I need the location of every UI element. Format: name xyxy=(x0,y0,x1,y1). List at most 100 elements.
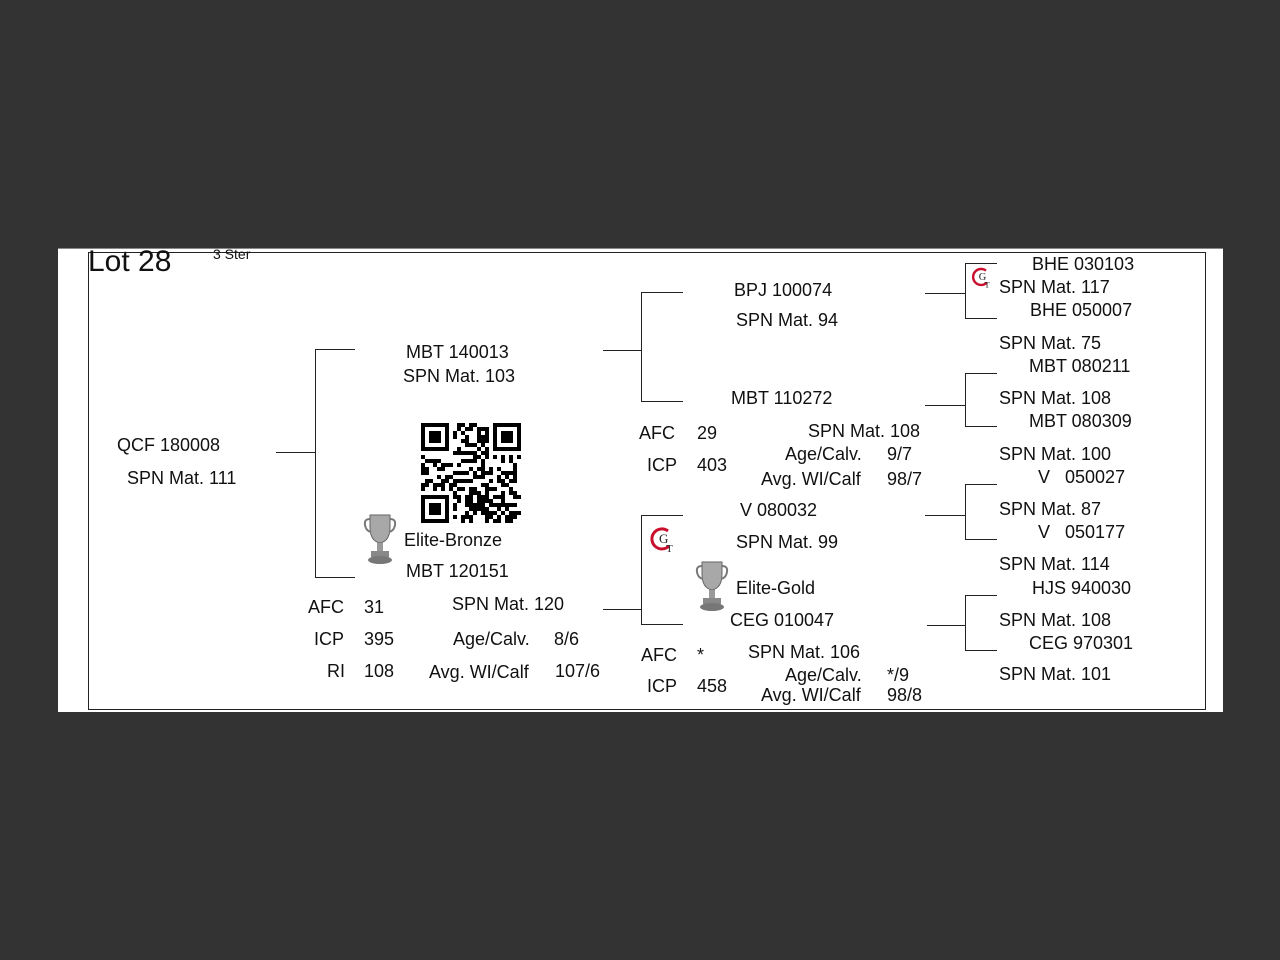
dam-age: 8/6 xyxy=(554,629,580,649)
svg-text:G: G xyxy=(979,272,987,283)
sire-spn: SPN Mat. 103 xyxy=(403,366,516,386)
connector xyxy=(315,349,316,578)
svg-text:G: G xyxy=(659,531,668,546)
sd-spn: SPN Mat. 108 xyxy=(808,421,921,441)
ddd-name: CEG 970301 xyxy=(1029,633,1134,653)
connector xyxy=(965,595,997,596)
dam-icp: 395 xyxy=(364,629,395,649)
dam-name: MBT 120151 xyxy=(406,561,509,581)
connector xyxy=(965,539,997,540)
connector xyxy=(603,350,642,351)
dam-age-label: Age/Calv. xyxy=(453,629,530,649)
sd-wi-label: Avg. WI/Calf xyxy=(761,469,861,489)
gt-logo: G T xyxy=(970,265,994,291)
dam-wi-label: Avg. WI/Calf xyxy=(429,662,529,682)
sd-age: 9/7 xyxy=(887,444,913,464)
sd-name: MBT 110272 xyxy=(731,388,833,408)
sss-spn: SPN Mat. 117 xyxy=(999,277,1110,297)
ss-name: BPJ 100074 xyxy=(734,280,833,300)
dd-afc: * xyxy=(697,645,705,665)
lot-title: Lot 28 xyxy=(88,245,172,278)
trophy-icon xyxy=(695,560,729,612)
pedigree-sheet: Lot 28 3 Ster QCF 180008 SPN Mat. 111 MB… xyxy=(58,245,1223,712)
dd-name: CEG 010047 xyxy=(730,610,835,630)
dd-icp-label: ICP xyxy=(647,676,678,696)
ss-spn: SPN Mat. 94 xyxy=(736,310,839,330)
subject-name: QCF 180008 xyxy=(117,435,221,455)
border-top xyxy=(58,248,1223,249)
connector xyxy=(965,595,966,651)
sds-name: MBT 080211 xyxy=(1029,356,1131,376)
svg-text:T: T xyxy=(984,279,990,289)
connector xyxy=(965,373,966,427)
sdd-spn: SPN Mat. 100 xyxy=(999,444,1112,464)
dd-wi: 98/8 xyxy=(887,685,923,705)
connector xyxy=(965,426,997,427)
ds-spn: SPN Mat. 99 xyxy=(736,532,839,552)
sd-icp-label: ICP xyxy=(647,455,678,475)
dam-award: Elite-Bronze xyxy=(404,530,503,550)
dam-afc: 31 xyxy=(364,597,385,617)
dam-icp-label: ICP xyxy=(314,629,345,649)
dd-spn: SPN Mat. 106 xyxy=(748,642,861,662)
dam-afc-label: AFC xyxy=(308,597,344,617)
sd-icp: 403 xyxy=(697,455,728,475)
dd-age: */9 xyxy=(887,665,910,685)
sds-spn: SPN Mat. 108 xyxy=(999,388,1112,408)
dam-ri: 108 xyxy=(364,661,395,681)
connector xyxy=(315,577,355,578)
connector xyxy=(641,292,683,293)
border-bottom xyxy=(88,709,1205,710)
connector xyxy=(925,405,966,406)
dd-award: Elite-Gold xyxy=(736,578,816,598)
qr-code xyxy=(421,423,521,523)
connector xyxy=(965,318,997,319)
dd-afc-label: AFC xyxy=(641,645,677,665)
star-tag: 3 Ster xyxy=(213,246,251,262)
ssd-spn: SPN Mat. 75 xyxy=(999,333,1102,353)
connector xyxy=(641,401,683,402)
connector xyxy=(276,452,316,453)
connector xyxy=(965,263,966,319)
dsd-name: V 050177 xyxy=(1038,522,1126,542)
dam-wi: 107/6 xyxy=(555,661,601,681)
dd-icp: 458 xyxy=(697,676,728,696)
connector xyxy=(641,515,683,516)
sd-afc: 29 xyxy=(697,423,718,443)
gt-logo: G T xyxy=(648,524,678,556)
connector xyxy=(641,292,642,402)
connector xyxy=(965,484,966,540)
connector xyxy=(965,484,997,485)
sd-age-label: Age/Calv. xyxy=(785,444,862,464)
dds-name: HJS 940030 xyxy=(1032,578,1132,598)
connector xyxy=(965,263,997,264)
sd-wi: 98/7 xyxy=(887,469,923,489)
trophy-icon xyxy=(363,513,397,565)
connector xyxy=(965,373,997,374)
connector xyxy=(925,515,966,516)
connector xyxy=(927,625,966,626)
dd-age-label: Age/Calv. xyxy=(785,665,862,685)
sire-name: MBT 140013 xyxy=(406,342,509,362)
connector xyxy=(603,609,642,610)
dam-spn: SPN Mat. 120 xyxy=(452,594,565,614)
connector xyxy=(641,624,683,625)
connector xyxy=(965,650,997,651)
dsd-spn: SPN Mat. 114 xyxy=(999,554,1110,574)
ds-name: V 080032 xyxy=(740,500,818,520)
svg-text:T: T xyxy=(666,543,673,555)
sdd-name: MBT 080309 xyxy=(1029,411,1132,431)
dds-spn: SPN Mat. 108 xyxy=(999,610,1112,630)
subject-spn: SPN Mat. 111 xyxy=(127,468,237,488)
connector xyxy=(315,349,355,350)
sss-name: BHE 030103 xyxy=(1032,254,1135,274)
border-inner-top xyxy=(88,252,1205,253)
connector xyxy=(925,293,966,294)
ddd-spn: SPN Mat. 101 xyxy=(999,664,1112,684)
sd-afc-label: AFC xyxy=(639,423,675,443)
dss-name: V 050027 xyxy=(1038,467,1126,487)
dam-ri-label: RI xyxy=(327,661,345,681)
connector xyxy=(641,515,642,625)
dd-wi-label: Avg. WI/Calf xyxy=(761,685,861,705)
dss-spn: SPN Mat. 87 xyxy=(999,499,1102,519)
